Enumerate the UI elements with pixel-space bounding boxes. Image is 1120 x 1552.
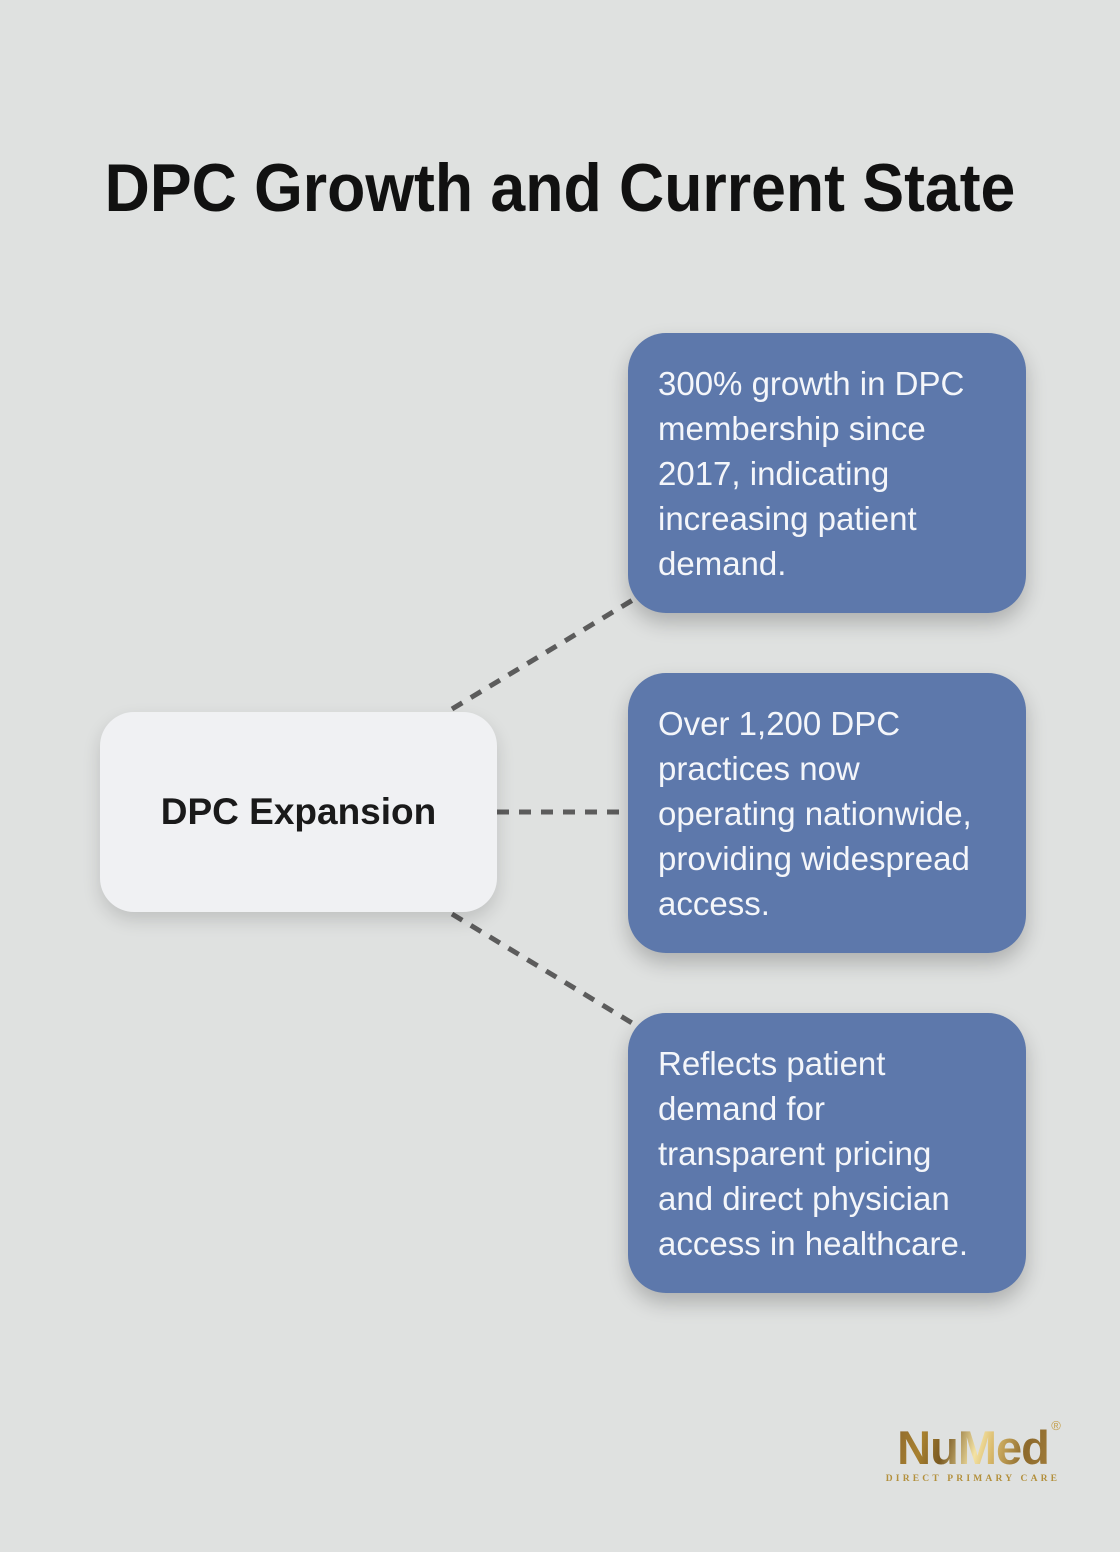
- branch-node-text-line: 2017, indicating: [658, 454, 890, 492]
- branch-node-text-line: Over 1,200 DPC: [658, 704, 901, 742]
- branch-node-practices: Over 1,200 DPC practices now operating n…: [628, 673, 1026, 953]
- connector-line-bottom: [450, 911, 644, 1032]
- branch-node-text-line: and direct physician: [658, 1179, 950, 1217]
- numed-brand-text: NuMed: [897, 1421, 1050, 1474]
- branch-node-text-line: demand.: [658, 544, 787, 582]
- branch-node-text-line: access in healthcare.: [658, 1224, 969, 1262]
- branch-node-text-line: access.: [658, 884, 770, 922]
- branch-node-growth: 300% growth in DPC membership since 2017…: [628, 333, 1026, 613]
- branch-node-text-line: Reflects patient: [658, 1044, 886, 1082]
- numed-brand-wrap: NuMed ®: [897, 1418, 1061, 1474]
- center-node: DPC Expansion: [100, 712, 497, 912]
- branch-node-text-line: 300% growth in DPC: [658, 364, 965, 402]
- logo-tagline: DIRECT PRIMARY CARE: [885, 1474, 1061, 1484]
- branch-node-text-line: practices now: [658, 749, 860, 787]
- branch-node-text-line: demand for: [658, 1089, 825, 1127]
- registered-trademark-icon: ®: [1051, 1418, 1061, 1433]
- connector-line-top: [450, 589, 648, 712]
- branch-node-text-line: providing widespread: [658, 839, 970, 877]
- page-title: DPC Growth and Current State: [104, 149, 1016, 226]
- branch-node-text-line: operating nationwide,: [658, 794, 972, 832]
- branch-node-text-line: transparent pricing: [658, 1134, 932, 1172]
- branch-node-demand: Reflects patient demand for transparent …: [628, 1013, 1026, 1293]
- branch-node-text-line: increasing patient: [658, 499, 917, 537]
- center-node-label: DPC Expansion: [160, 791, 437, 832]
- branch-node-text-line: membership since: [658, 409, 926, 447]
- numed-logo: NuMed ® DIRECT PRIMARY CARE: [885, 1418, 1061, 1484]
